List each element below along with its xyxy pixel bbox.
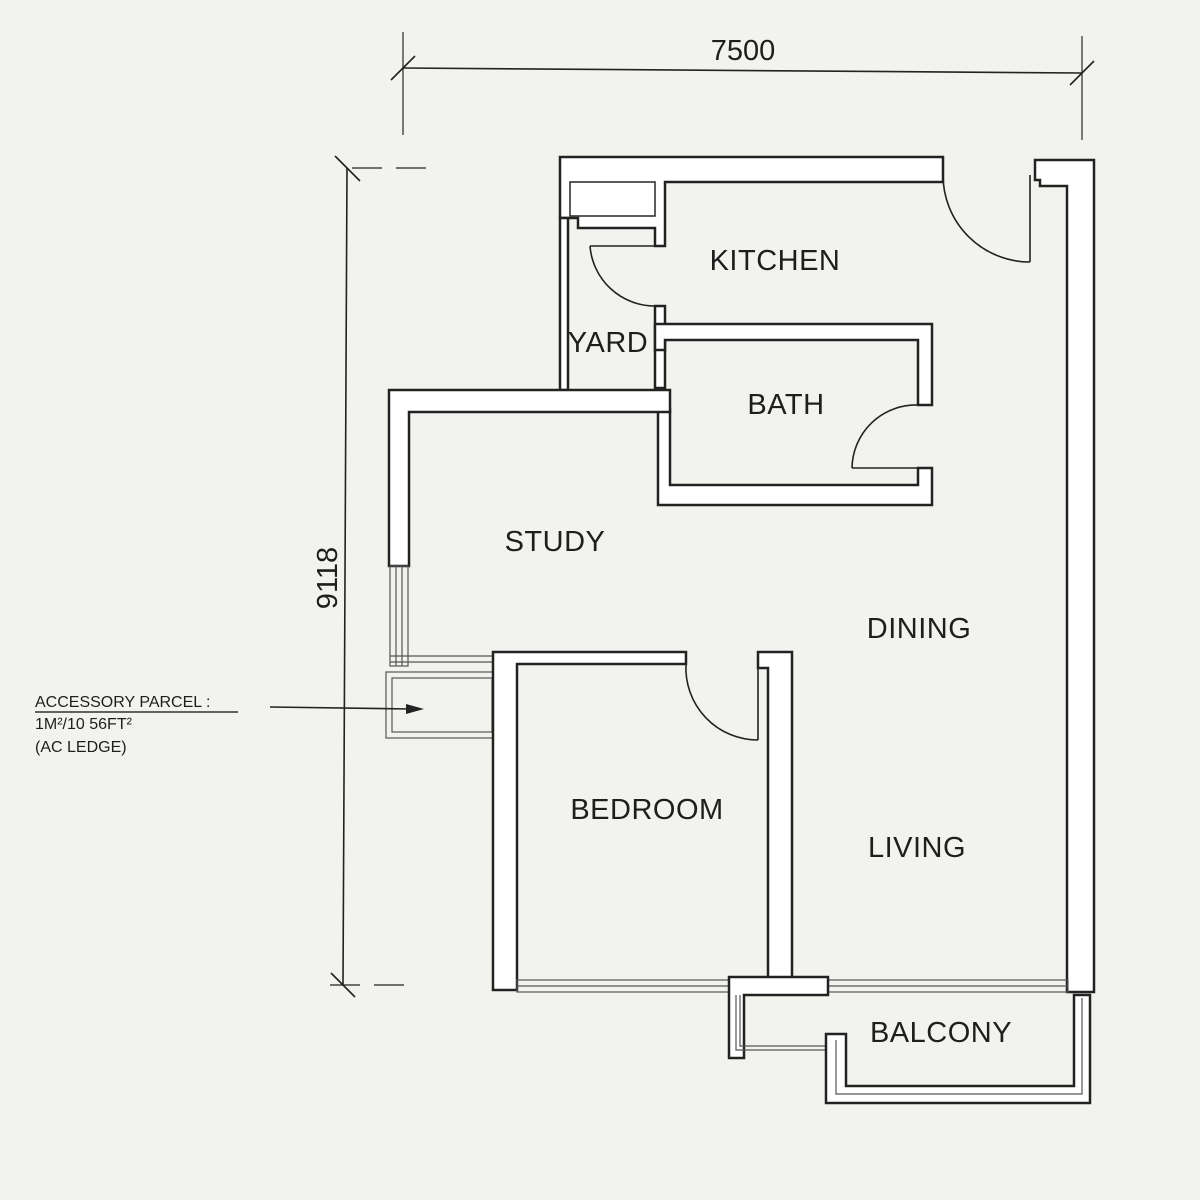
bath-door-swing [851, 404, 919, 469]
balcony-rail-left-inner [739, 995, 826, 1047]
height-tick-top [334, 155, 361, 182]
study-window [389, 565, 409, 667]
doors [589, 174, 1031, 741]
bedroom-wall [491, 650, 688, 992]
width-dimension-line [402, 67, 1083, 74]
height-dimension-line [342, 167, 348, 986]
yard-storage-box [569, 181, 656, 217]
balcony-rail-left [735, 995, 826, 1051]
yard-left-wall [558, 216, 570, 392]
bedroom-door-swing [685, 663, 759, 741]
room-label-bedroom: BEDROOM [570, 794, 723, 826]
room-label-yard: YARD [568, 327, 648, 359]
accessory-leader-arrowhead [406, 704, 424, 714]
right-wall [1033, 158, 1096, 994]
height-dimension-label: 9118 [312, 547, 344, 609]
accessory-note-area: 1M²/10 56FT² [35, 716, 133, 733]
height-dimension: 9118 [312, 155, 430, 998]
accessory-note-type: (AC LEDGE) [35, 739, 127, 756]
study-left-wall [387, 388, 672, 568]
height-tick-bottom [330, 972, 356, 998]
accessory-leader-line [269, 706, 411, 710]
width-tick-left [390, 55, 416, 81]
kitchen-bath-wall [653, 322, 934, 407]
width-dimension: 7500 [390, 32, 1095, 140]
top-wall-left [558, 155, 945, 248]
room-label-bath: BATH [747, 389, 824, 421]
entrance-door-swing [942, 174, 1031, 263]
room-label-kitchen: KITCHEN [710, 245, 841, 277]
width-tick-right [1069, 60, 1095, 86]
walls [385, 155, 1096, 1105]
bedroom-living-partition [756, 650, 794, 992]
yard-door-swing [589, 245, 656, 307]
room-labels: KITCHEN YARD BATH STUDY DINING BEDROOM L… [505, 245, 1012, 1049]
bath-bottom-wall [656, 408, 934, 507]
room-label-dining: DINING [867, 613, 972, 645]
accessory-note-title: ACCESSORY PARCEL : [35, 694, 210, 711]
balcony-rail-inner [835, 998, 1083, 1095]
room-label-balcony: BALCONY [870, 1017, 1012, 1049]
room-label-living: LIVING [868, 832, 966, 864]
room-label-study: STUDY [505, 526, 606, 558]
width-dimension-label: 7500 [711, 35, 776, 67]
accessory-note: ACCESSORY PARCEL : 1M²/10 56FT² (AC LEDG… [35, 694, 424, 756]
ac-ledge [385, 671, 495, 739]
balcony-rail [824, 993, 1092, 1105]
